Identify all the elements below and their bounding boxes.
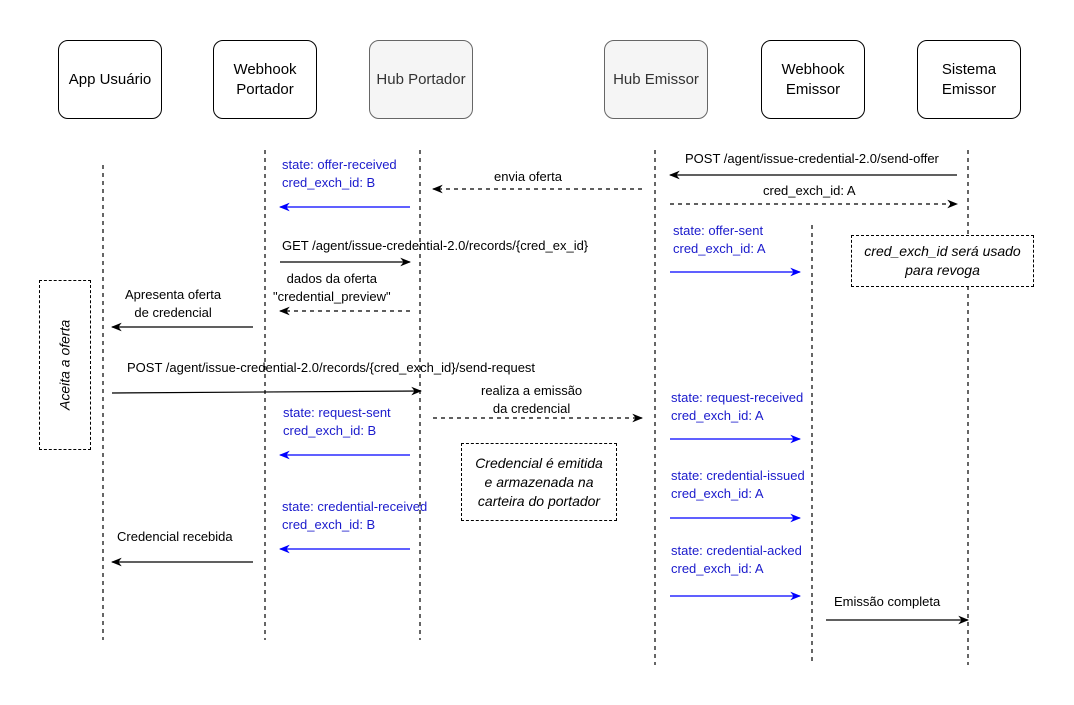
label-dados-oferta: dados da oferta "credential_preview"	[273, 271, 391, 304]
label-credential-issued: state: credential-issued cred_exch_id: A	[671, 468, 805, 501]
label-get-records: GET /agent/issue-credential-2.0/records/…	[282, 238, 589, 253]
actor-webhook-emissor: Webhook Emissor	[761, 40, 865, 119]
label-send-offer: POST /agent/issue-credential-2.0/send-of…	[685, 151, 939, 166]
label-cred-exch-a: cred_exch_id: A	[763, 183, 856, 198]
actor-sistema-emissor: Sistema Emissor	[917, 40, 1021, 119]
actor-hub-emissor: Hub Emissor	[604, 40, 708, 119]
label-credential-acked: state: credential-acked cred_exch_id: A	[671, 543, 802, 576]
label-send-request: POST /agent/issue-credential-2.0/records…	[127, 360, 536, 375]
note-credencial-emitida: Credencial é emitida e armazenada na car…	[461, 443, 617, 521]
note-revoga: cred_exch_id será usado para revoga	[851, 235, 1034, 287]
note-aceita-oferta: Aceita a oferta	[39, 280, 91, 450]
label-request-received: state: request-received cred_exch_id: A	[671, 390, 804, 423]
label-offer-received: state: offer-received cred_exch_id: B	[282, 157, 397, 190]
actor-hub-portador: Hub Portador	[369, 40, 473, 119]
label-envia-oferta: envia oferta	[494, 169, 562, 184]
arrow-send-request	[111, 386, 423, 396]
label-credential-received: state: credential-received cred_exch_id:…	[282, 499, 428, 532]
lifelines	[102, 150, 969, 665]
label-apresenta-oferta: Apresenta oferta de credencial	[125, 287, 222, 320]
actor-webhook-portador: Webhook Portador	[213, 40, 317, 119]
label-emissao-completa: Emissão completa	[834, 594, 941, 609]
label-realiza-emissao: realiza a emissão da credencial	[481, 383, 583, 416]
label-request-sent: state: request-sent cred_exch_id: B	[283, 405, 391, 438]
arrows	[110, 170, 970, 625]
label-credencial-recebida: Credencial recebida	[117, 529, 233, 544]
actor-app-usuario: App Usuário	[58, 40, 162, 119]
label-offer-sent: state: offer-sent cred_exch_id: A	[673, 223, 766, 256]
